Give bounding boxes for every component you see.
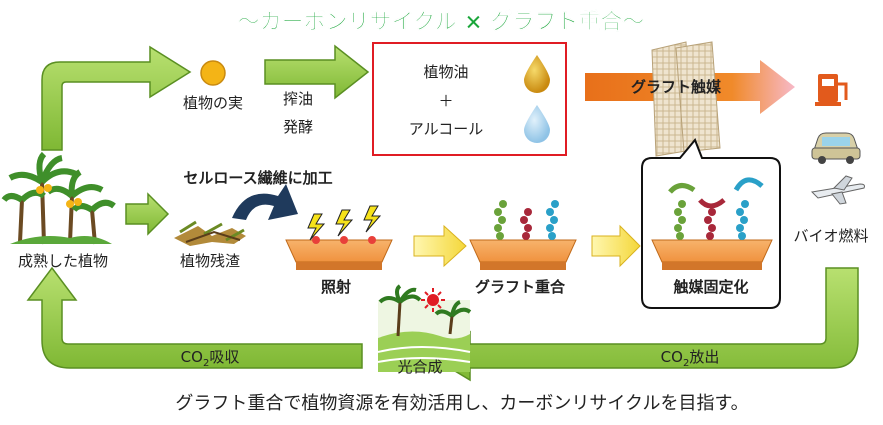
photosynthesis-label: 光合成	[397, 358, 442, 376]
water-drop-icon	[524, 105, 550, 143]
mature-plants-icon	[1, 151, 116, 245]
graft-catalyst-label: グラフト触媒	[631, 78, 722, 96]
co2-release-label: CO2放出	[661, 348, 720, 369]
palm-tree-icon	[378, 284, 472, 337]
plant-residue-icon	[174, 220, 246, 246]
lightning-icon	[307, 205, 382, 241]
fruit-icon	[200, 60, 226, 86]
arrow-curved-process	[232, 184, 298, 220]
oil-drop-icon	[524, 55, 550, 93]
co2-absorb-prefix: CO	[181, 348, 203, 366]
press-label: 搾油	[283, 90, 313, 108]
co2-release-suffix: 放出	[689, 348, 719, 366]
arrow-irradiation-to-graft	[413, 224, 467, 268]
co2-absorb-sub: 2	[203, 358, 209, 369]
plus-label: ＋	[438, 92, 453, 110]
graft-substrate-icon	[469, 239, 577, 270]
mature-plants-label: 成熟した植物	[18, 252, 108, 270]
co2-absorb-suffix: 吸収	[209, 348, 239, 366]
co2-absorb-label: CO2吸収	[181, 348, 240, 369]
cellulose-label: セルロース繊維に加工	[183, 169, 332, 187]
arrow-plants-to-fruit	[41, 45, 192, 151]
catalyst-mesh-icon	[651, 41, 721, 157]
arrow-absorb-to-plants	[26, 266, 363, 369]
fixed-catalyst-chain-icon	[668, 177, 764, 240]
photosynthesis-scene	[377, 284, 472, 372]
polymer-chain-icon	[494, 200, 559, 240]
catalyst-substrate-icon	[651, 239, 773, 270]
arrow-graft-to-fixation	[591, 224, 641, 268]
arrow-fruit-to-oil	[264, 44, 370, 100]
residue-label: 植物残渣	[180, 252, 240, 270]
airplane-icon	[810, 175, 865, 205]
co2-release-sub: 2	[683, 358, 689, 369]
diagram-title: 〜カーボンリサイクル × グラフト重合〜	[238, 9, 645, 35]
sun-icon	[421, 288, 445, 312]
arrow-plants-to-residue	[125, 192, 170, 236]
fruit-label: 植物の実	[183, 94, 243, 112]
graft-polymerization-label: グラフト重合	[475, 278, 566, 296]
oil-label: 植物油	[423, 63, 468, 81]
alcohol-label: アルコール	[409, 120, 484, 138]
biofuel-label: バイオ燃料	[793, 227, 868, 245]
caption: グラフト重合で植物資源を有効活用し、カーボンリサイクルを目指す。	[175, 393, 748, 414]
co2-release-prefix: CO	[661, 348, 683, 366]
substrate-icon	[285, 236, 393, 270]
irradiation-label: 照射	[321, 278, 351, 296]
car-icon	[811, 132, 861, 164]
catalyst-fix-label: 触媒固定化	[673, 278, 748, 296]
ferment-label: 発酵	[283, 118, 313, 136]
fuel-pump-icon	[815, 74, 848, 106]
